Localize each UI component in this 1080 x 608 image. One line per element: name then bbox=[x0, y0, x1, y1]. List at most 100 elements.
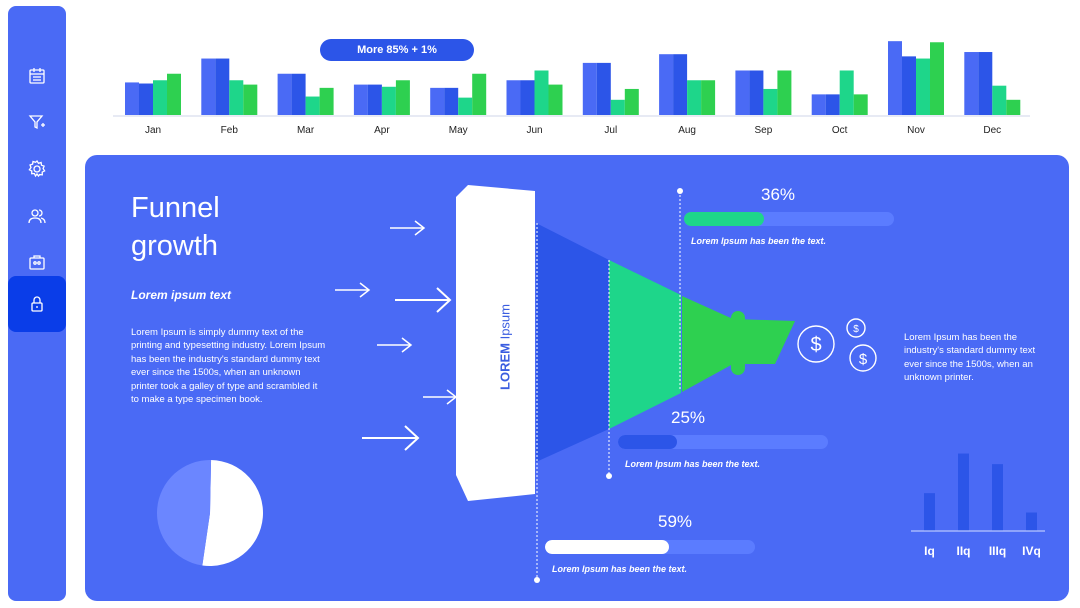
gear-icon bbox=[28, 159, 46, 178]
bar-sep-2 bbox=[749, 70, 764, 115]
bar-apr-2 bbox=[367, 84, 382, 115]
pie-slice-2 bbox=[156, 460, 212, 566]
sidebar-item-users[interactable] bbox=[8, 193, 66, 239]
bar-aug-4 bbox=[701, 80, 716, 115]
bar-jun-2 bbox=[520, 80, 535, 115]
bar-apr-4 bbox=[395, 80, 410, 115]
bar-dec-4 bbox=[1006, 99, 1021, 115]
funnel-add-icon bbox=[28, 115, 45, 130]
bar-mar-3 bbox=[305, 96, 320, 115]
bar-sep-1 bbox=[735, 70, 750, 115]
bar-dec-3 bbox=[992, 85, 1007, 115]
bar-may-4 bbox=[472, 73, 487, 115]
stat-percent-59: 59% bbox=[658, 512, 693, 531]
tick-label-dec: Dec bbox=[983, 125, 1001, 136]
bar-dec-2 bbox=[978, 52, 993, 115]
bar-feb-3 bbox=[229, 80, 244, 115]
stat-caption-25: Lorem Ipsum has been the text. bbox=[625, 459, 761, 469]
bar-mar-4 bbox=[319, 87, 334, 115]
dollar-symbol-large: $ bbox=[810, 334, 821, 356]
funnel-label-rest: Ipsum bbox=[497, 304, 513, 344]
bar-mar-1 bbox=[277, 73, 292, 115]
right-description: Lorem Ipsum has been the industry's stan… bbox=[904, 332, 1036, 384]
sidebar bbox=[8, 6, 66, 601]
bar-aug-1 bbox=[659, 54, 674, 115]
bar-nov-1 bbox=[888, 41, 902, 115]
bar-iiq bbox=[958, 453, 969, 531]
page-title: Funnel growth bbox=[131, 192, 220, 262]
tick-label-mar: Mar bbox=[297, 125, 315, 136]
bar-may-3 bbox=[458, 97, 473, 115]
bar-oct-1 bbox=[811, 94, 826, 115]
bar-may-1 bbox=[430, 87, 445, 115]
stat-caption-59: Lorem Ipsum has been the text. bbox=[552, 564, 688, 574]
funnel-label: LOREM Ipsum bbox=[498, 304, 513, 390]
panel-body-text: Lorem Ipsum is simply dummy text of the … bbox=[131, 327, 326, 406]
funnel-segment-2 bbox=[536, 223, 609, 462]
tick-label-oct: Oct bbox=[832, 125, 848, 136]
bar-iq bbox=[924, 493, 935, 531]
bar-iiiq bbox=[992, 464, 1003, 531]
tick-label-iiiq: IIIq bbox=[989, 544, 1006, 558]
tick-label-aug: Aug bbox=[678, 125, 696, 136]
bar-aug-2 bbox=[673, 54, 688, 115]
summary-badge[interactable]: More 85% + 1% bbox=[320, 39, 474, 61]
bar-jul-4 bbox=[624, 88, 639, 115]
stat-fill-59 bbox=[545, 540, 669, 554]
lock-icon bbox=[31, 296, 43, 312]
bar-mar-2 bbox=[291, 73, 306, 115]
bar-may-2 bbox=[444, 87, 459, 115]
stat-progress-36 bbox=[684, 212, 894, 226]
sidebar-item-lock[interactable] bbox=[8, 276, 66, 332]
bar-jan-2 bbox=[139, 83, 153, 115]
tick-label-jun: Jun bbox=[526, 125, 542, 136]
tick-label-may: May bbox=[449, 125, 468, 136]
bar-nov-2 bbox=[902, 56, 916, 115]
stat-progress-59 bbox=[545, 540, 755, 554]
stat-progress-25 bbox=[618, 435, 828, 449]
sidebar-item-calendar[interactable] bbox=[8, 53, 66, 99]
bar-jan-4 bbox=[167, 73, 181, 115]
bar-feb-1 bbox=[201, 58, 216, 115]
tick-label-feb: Feb bbox=[221, 125, 239, 136]
bar-oct-2 bbox=[825, 94, 840, 115]
bar-aug-3 bbox=[687, 80, 702, 115]
bar-apr-3 bbox=[381, 86, 396, 115]
bar-jan-1 bbox=[125, 82, 139, 115]
funnel-neck bbox=[731, 311, 745, 375]
funnel-panel: $ $ $ LOREM Ipsum Funnel growth Lorem ip… bbox=[85, 155, 1069, 601]
funnel-graphic: $ $ $ bbox=[335, 185, 877, 583]
tick-label-jul: Jul bbox=[604, 125, 617, 136]
tick-label-iq: Iq bbox=[924, 544, 935, 558]
tick-label-apr: Apr bbox=[374, 125, 390, 136]
funnel-top-segment bbox=[456, 185, 535, 501]
bar-feb-2 bbox=[215, 58, 230, 115]
tick-label-jan: Jan bbox=[145, 125, 161, 136]
bar-jan-3 bbox=[153, 80, 167, 115]
bar-oct-3 bbox=[839, 70, 854, 115]
bar-sep-4 bbox=[777, 70, 792, 115]
arrow-icon bbox=[335, 220, 458, 451]
bar-jun-4 bbox=[548, 84, 563, 115]
sidebar-item-settings[interactable] bbox=[8, 146, 66, 192]
funnel-label-bold: LOREM bbox=[497, 343, 513, 390]
pie-slice-1 bbox=[202, 460, 263, 566]
stat-percent-25: 25% bbox=[671, 408, 706, 427]
tick-label-nov: Nov bbox=[907, 125, 925, 136]
sidebar-item-funnel[interactable] bbox=[8, 99, 66, 145]
bar-apr-1 bbox=[353, 84, 368, 115]
dollar-symbol-small: $ bbox=[853, 324, 859, 335]
sidebar-item-briefcase[interactable] bbox=[8, 239, 66, 285]
users-icon bbox=[28, 209, 46, 224]
bar-nov-3 bbox=[916, 58, 930, 115]
bar-jul-1 bbox=[582, 62, 597, 115]
stat-percent-36: 36% bbox=[761, 185, 796, 204]
bar-jun-1 bbox=[506, 80, 521, 115]
stat-fill-25 bbox=[618, 435, 677, 449]
bar-feb-4 bbox=[243, 84, 258, 115]
tick-label-ivq: IVq bbox=[1022, 544, 1041, 558]
bar-jul-3 bbox=[610, 99, 625, 115]
bar-nov-4 bbox=[930, 42, 944, 115]
